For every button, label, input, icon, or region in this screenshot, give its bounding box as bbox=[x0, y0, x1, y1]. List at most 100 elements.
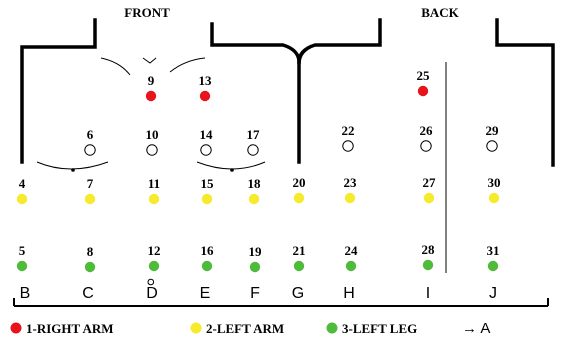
electrode-dot-yellow bbox=[84, 193, 96, 205]
legend-label: 2-LEFT ARM bbox=[206, 321, 284, 336]
electrode-number: 7 bbox=[87, 176, 94, 191]
electrode-number: 20 bbox=[293, 175, 306, 190]
electrode-number: 8 bbox=[87, 244, 94, 259]
electrode-dot-green bbox=[422, 259, 434, 271]
electrode-dot-green bbox=[487, 260, 499, 272]
electrode-point-13: 13 bbox=[199, 73, 213, 102]
electrode-number: 11 bbox=[148, 176, 160, 191]
electrode-dot-green bbox=[201, 260, 213, 272]
electrode-number: 23 bbox=[344, 175, 358, 190]
electrode-point-6: 6 bbox=[84, 127, 96, 156]
electrode-dot-yellow bbox=[423, 192, 435, 204]
electrode-point-9: 9 bbox=[145, 73, 157, 102]
back-left-bracket bbox=[297, 18, 382, 64]
electrode-point-30: 30 bbox=[488, 175, 501, 204]
electrode-point-7: 7 bbox=[84, 176, 96, 205]
electrode-number: 17 bbox=[247, 127, 261, 142]
legend-dot-green bbox=[326, 322, 338, 334]
electrode-number: 18 bbox=[248, 176, 262, 191]
electrode-dot-green bbox=[293, 260, 305, 272]
left-shoulder-line bbox=[100, 57, 131, 76]
electrode-number: 21 bbox=[293, 243, 306, 258]
electrode-number: 29 bbox=[486, 123, 500, 138]
column-label-f: F bbox=[250, 285, 260, 302]
electrode-dot-empty bbox=[247, 144, 259, 156]
electrode-point-21: 21 bbox=[293, 243, 306, 272]
electrode-dot-green bbox=[345, 260, 357, 272]
electrode-point-26: 26 bbox=[420, 123, 434, 152]
left-chest-curve bbox=[36, 161, 109, 170]
legend-dot-red bbox=[10, 322, 22, 334]
body-outline bbox=[20, 18, 555, 167]
electrode-number: 22 bbox=[342, 123, 355, 138]
electrode-number: 27 bbox=[423, 175, 437, 190]
electrode-point-23: 23 bbox=[344, 175, 358, 204]
back-right-bracket bbox=[495, 18, 555, 167]
back-title: BACK bbox=[421, 5, 459, 20]
electrode-number: 19 bbox=[249, 244, 263, 259]
electrode-point-14: 14 bbox=[200, 127, 214, 156]
direction-arrow-label: → A bbox=[462, 320, 490, 337]
electrode-point-8: 8 bbox=[84, 244, 96, 273]
electrode-point-10: 10 bbox=[146, 127, 159, 156]
electrode-point-31: 31 bbox=[487, 243, 500, 272]
legend-label: 1-RIGHT ARM bbox=[26, 321, 114, 336]
front-left-bracket bbox=[20, 18, 97, 164]
electrode-dot-yellow bbox=[293, 192, 305, 204]
electrode-dot-yellow bbox=[16, 193, 28, 205]
d-marker bbox=[147, 278, 155, 286]
electrode-number: 4 bbox=[19, 176, 26, 191]
electrode-dot-empty bbox=[146, 144, 158, 156]
electrode-dot-yellow bbox=[201, 193, 213, 205]
electrode-point-12: 12 bbox=[148, 243, 161, 272]
electrode-number: 30 bbox=[488, 175, 501, 190]
electrode-number: 31 bbox=[487, 243, 500, 258]
electrode-dot-empty bbox=[342, 140, 354, 152]
electrode-point-5: 5 bbox=[16, 243, 28, 272]
legend-label: 3-LEFT LEG bbox=[342, 321, 417, 336]
column-label-g: G bbox=[292, 285, 304, 302]
electrode-number: 9 bbox=[148, 73, 155, 88]
electrode-point-18: 18 bbox=[248, 176, 262, 205]
electrode-number: 6 bbox=[87, 127, 94, 142]
electrode-number: 5 bbox=[19, 243, 26, 258]
electrode-point-15: 15 bbox=[201, 176, 214, 205]
electrode-number: 28 bbox=[422, 242, 436, 257]
left-chest-dot bbox=[71, 168, 75, 172]
electrode-number: 13 bbox=[199, 73, 213, 88]
electrode-number: 12 bbox=[148, 243, 161, 258]
electrode-dot-empty bbox=[84, 144, 96, 156]
electrode-number: 10 bbox=[146, 127, 159, 142]
column-label-d: D bbox=[146, 285, 158, 302]
electrode-dot-empty bbox=[486, 140, 498, 152]
electrode-point-4: 4 bbox=[16, 176, 28, 205]
electrode-point-22: 22 bbox=[342, 123, 355, 152]
electrode-dot-yellow bbox=[488, 192, 500, 204]
column-label-i: I bbox=[426, 285, 430, 302]
electrode-point-29: 29 bbox=[486, 123, 500, 152]
body-sketch-lines bbox=[36, 57, 266, 286]
neck-mark bbox=[142, 57, 157, 64]
legend-item-red: 1-RIGHT ARM bbox=[10, 321, 114, 336]
electrode-number: 25 bbox=[417, 68, 431, 83]
electrode-dot-empty bbox=[420, 140, 432, 152]
electrode-dot-yellow bbox=[248, 193, 260, 205]
legend-item-green: 3-LEFT LEG bbox=[326, 321, 417, 336]
electrode-number: 26 bbox=[420, 123, 434, 138]
electrode-dot-green bbox=[249, 261, 261, 273]
electrode-point-27: 27 bbox=[423, 175, 437, 204]
electrode-number: 14 bbox=[200, 127, 214, 142]
front-title: FRONT bbox=[124, 5, 170, 20]
legend-dot-yellow bbox=[190, 322, 202, 334]
electrode-dot-green bbox=[16, 260, 28, 272]
right-chest-curve bbox=[196, 161, 266, 170]
legend: 1-RIGHT ARM 2-LEFT ARM 3-LEFT LEG bbox=[10, 321, 417, 336]
electrode-point-25: 25 bbox=[417, 68, 431, 97]
electrode-dot-green bbox=[148, 260, 160, 272]
column-label-h: H bbox=[343, 285, 355, 302]
electrode-dot-red bbox=[199, 90, 211, 102]
electrode-point-24: 24 bbox=[345, 243, 358, 272]
